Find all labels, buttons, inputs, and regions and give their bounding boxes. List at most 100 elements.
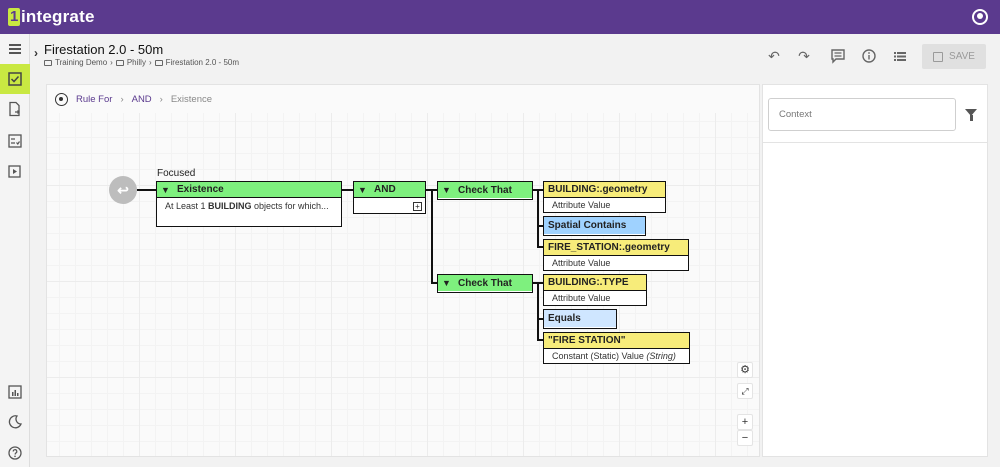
breadcrumb: Training Demo › Philly › Firestation 2.0… (44, 58, 239, 67)
account-icon[interactable] (972, 9, 988, 25)
subtitle-type: (String) (646, 351, 676, 361)
logo-mark-icon (8, 8, 20, 26)
app-logo[interactable]: integrate (8, 7, 95, 27)
rule-crumb-separator: › (120, 94, 124, 105)
zoom-out-button[interactable]: − (737, 430, 753, 446)
node-header[interactable]: ▼ Check That (438, 182, 532, 198)
node-title: AND (374, 184, 396, 195)
focused-label: Focused (157, 168, 196, 179)
comment-icon[interactable] (830, 48, 846, 64)
help-icon[interactable] (0, 438, 30, 467)
folder-icon (115, 59, 124, 66)
rule-breadcrumb: Rule For › AND › Existence (55, 93, 212, 106)
breadcrumb-item[interactable]: Training Demo (55, 58, 108, 67)
connector (537, 339, 544, 341)
rule-check-icon[interactable] (0, 64, 30, 94)
rule-canvas[interactable]: ↩ Focused ▼ Existence At Least 1 BUILDIN… (47, 113, 759, 456)
connector (537, 189, 539, 247)
save-button-label: SAVE (949, 51, 975, 62)
chevron-down-icon[interactable]: ▼ (358, 184, 367, 195)
divider (763, 142, 987, 143)
save-button[interactable]: SAVE (922, 44, 986, 69)
page-title: Firestation 2.0 - 50m (44, 42, 164, 57)
left-rail (0, 34, 30, 467)
connector (537, 246, 544, 248)
chevron-down-icon[interactable]: ▼ (442, 278, 451, 288)
operator-node[interactable]: Equals (543, 309, 617, 329)
breadcrumb-separator: › (110, 58, 113, 67)
folder-icon (44, 59, 52, 66)
add-child-icon[interactable]: + (413, 202, 422, 211)
subtitle-text: Constant (Static) Value (552, 351, 647, 361)
node-header[interactable]: ▼ Existence (157, 182, 341, 198)
node-title: Check That (458, 184, 512, 196)
page-header: › Firestation 2.0 - 50m Training Demo › … (30, 34, 1000, 78)
connector (537, 318, 544, 320)
chevron-down-icon[interactable]: ▼ (442, 185, 451, 195)
node-header[interactable]: BUILDING:.geometry (544, 182, 665, 198)
info-icon[interactable] (861, 48, 877, 64)
node-title: Check That (458, 277, 512, 289)
operator-node[interactable]: Spatial Contains (543, 216, 646, 236)
rule-crumb-separator: › (159, 94, 163, 105)
report-chart-icon[interactable] (0, 377, 30, 407)
play-icon[interactable] (0, 156, 30, 186)
context-panel (762, 84, 988, 457)
zoom-in-button[interactable]: + (737, 414, 753, 430)
operand-node[interactable]: BUILDING:.geometry Attribute Value (543, 181, 666, 213)
breadcrumb-item[interactable]: Firestation 2.0 - 50m (165, 58, 240, 67)
node-header[interactable]: Equals (544, 310, 616, 327)
list-icon[interactable] (0, 34, 30, 64)
rule-crumb-root[interactable]: Rule For (76, 94, 113, 105)
check-that-node[interactable]: ▼ Check That (437, 181, 533, 200)
redo-icon[interactable]: ↷ (798, 48, 810, 64)
back-arrow-icon[interactable]: ↩ (109, 176, 137, 204)
rule-icon (154, 59, 163, 66)
breadcrumb-separator: › (148, 58, 152, 67)
connector (537, 225, 544, 227)
checklist-icon[interactable] (0, 126, 30, 156)
operand-node[interactable]: BUILDING:.TYPE Attribute Value (543, 274, 647, 306)
chevron-down-icon[interactable]: ▼ (161, 184, 170, 195)
connector (431, 189, 433, 283)
fit-view-icon[interactable]: ⤢ (737, 383, 753, 399)
node-header[interactable]: ▼ AND (354, 182, 425, 198)
operand-node[interactable]: "FIRE STATION" Constant (Static) Value (… (543, 332, 690, 364)
list-view-icon[interactable] (892, 48, 908, 64)
dark-mode-icon[interactable] (0, 407, 30, 437)
node-subtitle: Attribute Value (552, 258, 611, 268)
node-header[interactable]: "FIRE STATION" (544, 333, 689, 349)
node-subtitle: Attribute Value (552, 200, 611, 210)
node-header[interactable]: BUILDING:.TYPE (544, 275, 646, 291)
target-icon[interactable] (55, 93, 68, 106)
breadcrumb-item[interactable]: Philly (126, 58, 146, 67)
document-export-icon[interactable] (0, 94, 30, 124)
app-name: integrate (21, 7, 95, 26)
node-header[interactable]: FIRE_STATION:.geometry (544, 240, 688, 256)
connector (537, 282, 539, 340)
check-that-node[interactable]: ▼ Check That (437, 274, 533, 293)
desc-text: objects for which... (251, 201, 329, 211)
undo-icon[interactable]: ↶ (768, 48, 780, 64)
chevron-right-icon[interactable]: › (34, 46, 38, 60)
node-header[interactable]: ▼ Check That (438, 275, 532, 291)
existence-node[interactable]: ▼ Existence At Least 1 BUILDING objects … (156, 181, 342, 227)
rule-editor-panel: Rule For › AND › Existence ↩ Focused ▼ E… (46, 84, 760, 457)
context-input[interactable] (768, 98, 956, 131)
connector (137, 189, 157, 191)
rule-crumb-and[interactable]: AND (131, 94, 152, 105)
node-subtitle: Constant (Static) Value (String) (544, 349, 689, 364)
filter-icon[interactable] (965, 109, 977, 121)
node-title: Existence (177, 184, 224, 195)
desc-text: At Least 1 (165, 201, 209, 211)
and-node[interactable]: ▼ AND + (353, 181, 426, 214)
node-subtitle: Attribute Value (552, 293, 611, 303)
rule-crumb-current: Existence (170, 94, 213, 105)
settings-icon[interactable]: ⚙ (737, 362, 753, 378)
desc-bold: BUILDING (208, 201, 252, 211)
connector (342, 189, 354, 191)
save-icon (933, 51, 944, 62)
node-header[interactable]: Spatial Contains (544, 217, 645, 234)
operand-node[interactable]: FIRE_STATION:.geometry Attribute Value (543, 239, 689, 271)
connector (431, 282, 438, 284)
